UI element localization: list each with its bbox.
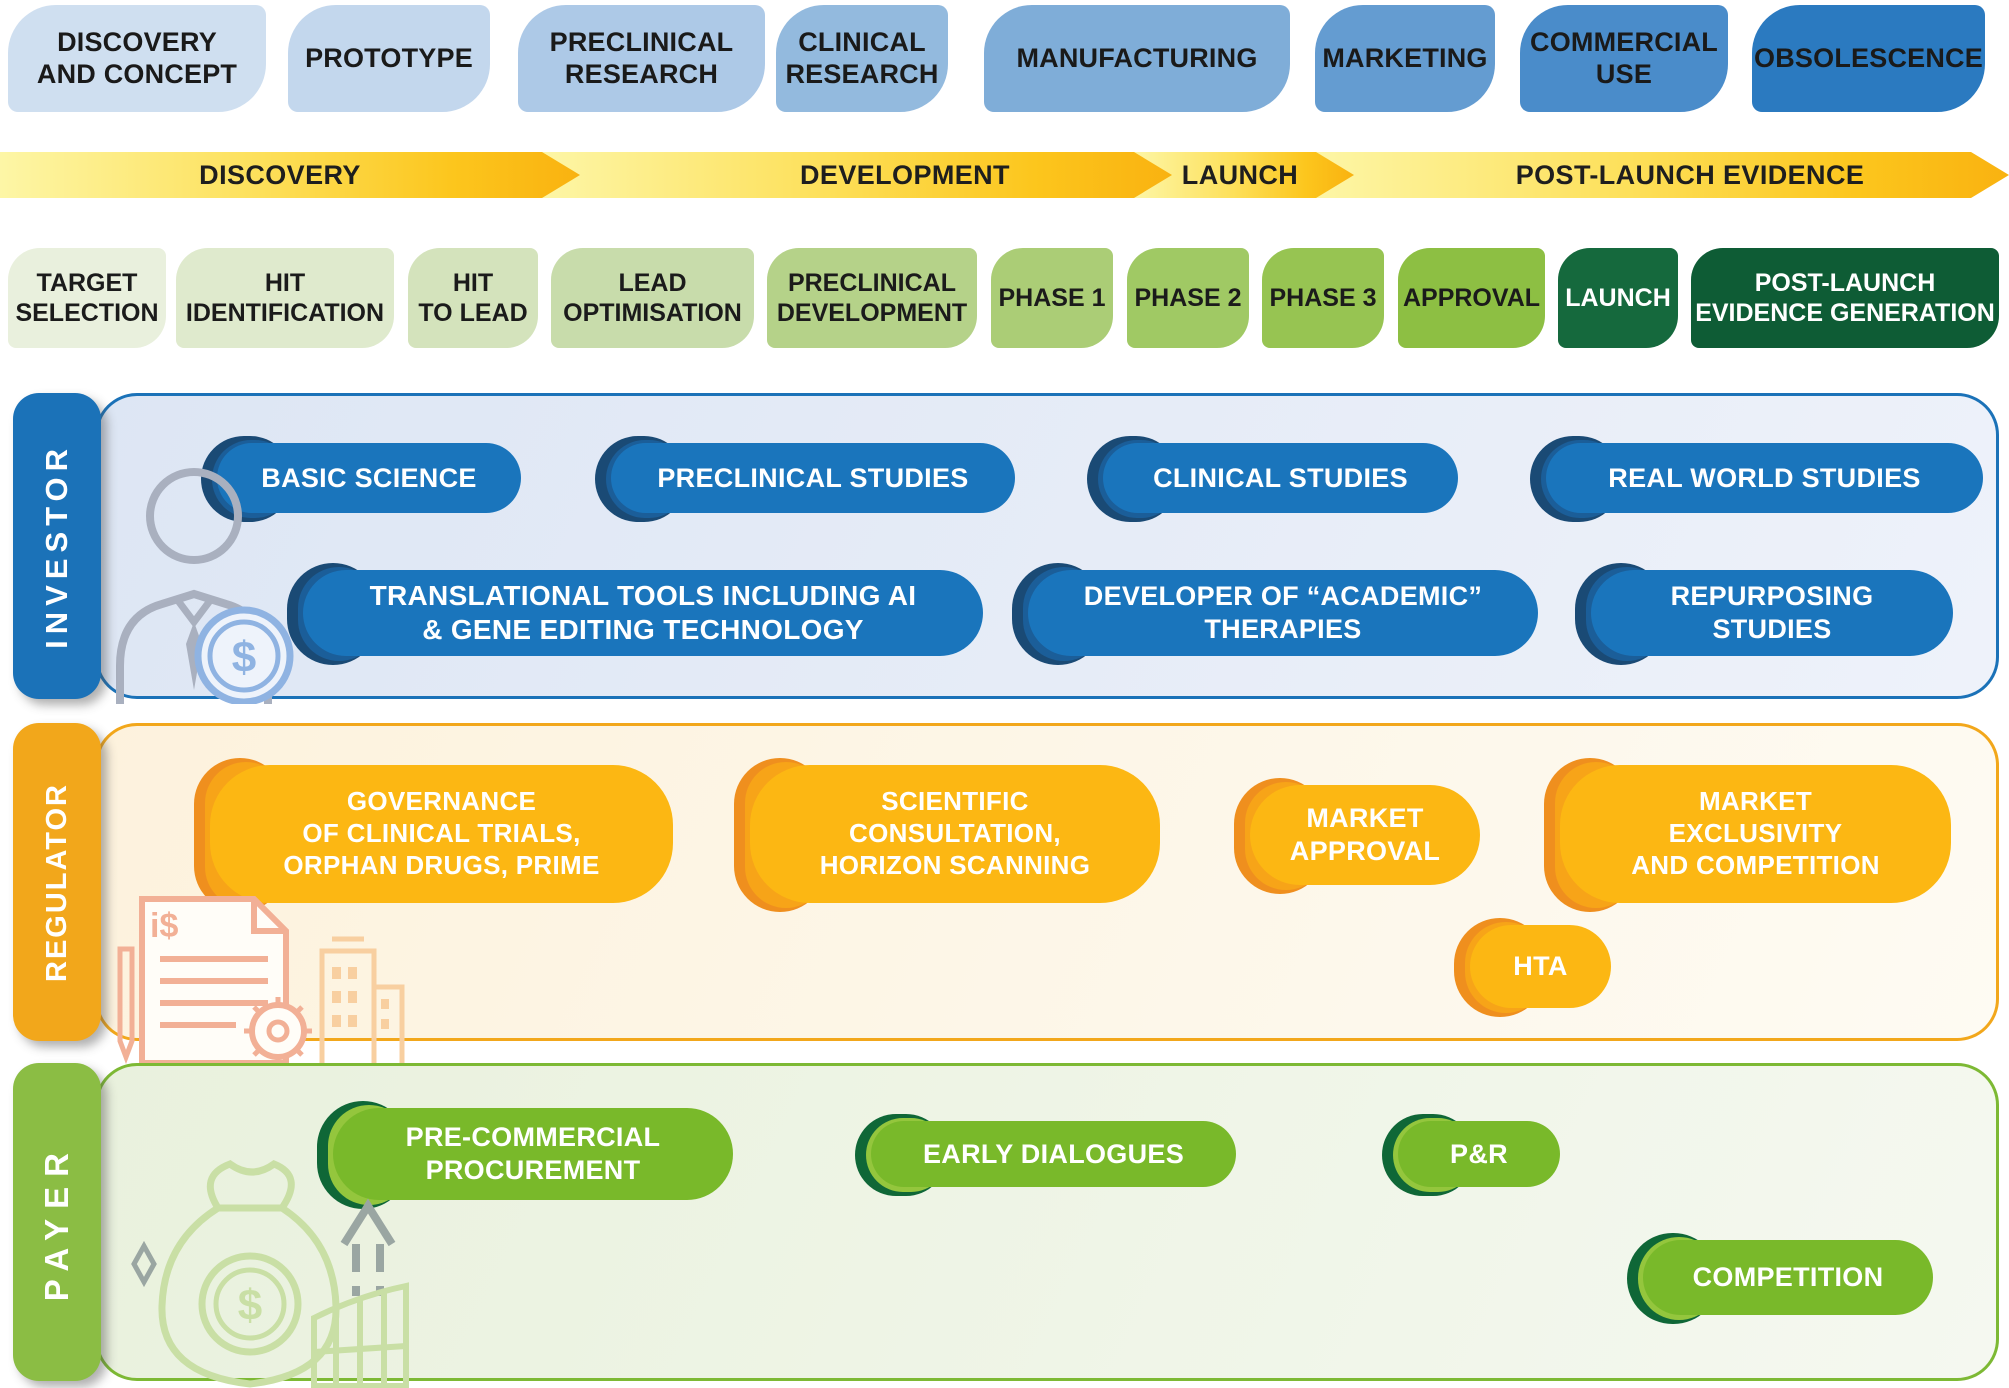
pill-pre-commercial-procurement: PRE-COMMERCIAL PROCUREMENT	[317, 1101, 733, 1209]
stage-preclinical-development: PRECLINICAL DEVELOPMENT	[767, 248, 977, 348]
regulator-role-tab: REGULATOR	[13, 723, 101, 1041]
tab-clinical-research: CLINICAL RESEARCH	[776, 5, 948, 112]
stage-target-selection: TARGET SELECTION	[8, 248, 166, 348]
stage-hit-to-lead: HIT TO LEAD	[408, 248, 538, 348]
tab-discovery-and-concept: DISCOVERY AND CONCEPT	[8, 5, 266, 112]
investor-panel: $ BASIC SCIENCE PRECLINICAL STUDIES CLIN…	[95, 393, 1999, 704]
band-segment-development	[542, 152, 1172, 198]
svg-text:$: $	[232, 633, 256, 682]
pill-preclinical-studies: PRECLINICAL STUDIES	[595, 436, 1015, 522]
investor-role-label: INVESTOR	[39, 443, 74, 649]
investor-person-coin-icon: $	[116, 468, 294, 704]
stage-hit-identification: HIT IDENTIFICATION	[176, 248, 394, 348]
stage-approval: APPROVAL	[1398, 248, 1545, 348]
payer-role-label: PAYER	[38, 1142, 75, 1302]
svg-text:i$: i$	[150, 907, 178, 945]
svg-text:$: $	[238, 1281, 262, 1330]
band-label-launch: LAUNCH	[1181, 159, 1299, 190]
pill-competition: COMPETITION	[1627, 1233, 1933, 1324]
pill-early-dialogues: EARLY DIALOGUES	[855, 1114, 1236, 1196]
pill-translational-tools: TRANSLATIONAL TOOLS INCLUDING AI & GENE …	[287, 563, 983, 665]
pill-market-exclusivity-competition: MARKET EXCLUSIVITY AND COMPETITION	[1544, 758, 1951, 912]
band-label-development: DEVELOPMENT	[800, 159, 1010, 190]
band-segment-discovery	[0, 152, 580, 198]
pill-governance-clinical-trials: GOVERNANCE OF CLINICAL TRIALS, ORPHAN DR…	[194, 758, 673, 912]
pill-developer-academic-therapies: DEVELOPER OF “ACADEMIC” THERAPIES	[1012, 563, 1538, 665]
tab-preclinical-research: PRECLINICAL RESEARCH	[518, 5, 765, 112]
band-segment-post-launch	[1316, 152, 2009, 198]
band-label-post-launch-evidence: POST-LAUNCH EVIDENCE	[1515, 159, 1865, 190]
investor-role-tab: INVESTOR	[13, 393, 101, 699]
pill-market-approval: MARKET APPROVAL	[1234, 778, 1480, 894]
payer-role-tab: PAYER	[13, 1063, 101, 1381]
stage-phase-2: PHASE 2	[1127, 248, 1249, 348]
regulator-panel: i$ GOVER	[95, 723, 1999, 1067]
tab-prototype: PROTOTYPE	[288, 5, 490, 112]
pill-basic-science: BASIC SCIENCE	[201, 436, 521, 522]
tab-marketing: MARKETING	[1315, 5, 1495, 112]
pill-hta: HTA	[1454, 918, 1611, 1017]
tab-manufacturing: MANUFACTURING	[984, 5, 1290, 112]
pill-real-world-studies: REAL WORLD STUDIES	[1530, 436, 1983, 522]
stage-launch: LAUNCH	[1558, 248, 1678, 348]
band-label-discovery: DISCOVERY	[199, 159, 361, 190]
payer-panel: $ PRE-COMMERCIAL PROCUREMENT EARLY DIALO…	[95, 1063, 1999, 1388]
stage-phase-1: PHASE 1	[991, 248, 1113, 348]
regulator-role-label: REGULATOR	[40, 782, 73, 982]
pill-p-and-r: P&R	[1382, 1114, 1560, 1196]
pill-clinical-studies: CLINICAL STUDIES	[1087, 436, 1458, 522]
stage-phase-3: PHASE 3	[1262, 248, 1384, 348]
stage-post-launch-evidence-generation: POST-LAUNCH EVIDENCE GENERATION	[1691, 248, 1999, 348]
pill-repurposing-studies: REPURPOSING STUDIES	[1575, 563, 1953, 665]
phase-arrow-band: DISCOVERY DEVELOPMENT LAUNCH POST-LAUNCH…	[0, 152, 2009, 198]
regulator-documents-gear-icon: i$	[117, 896, 405, 1067]
tab-commercial-use: COMMERCIAL USE	[1520, 5, 1728, 112]
tab-obsolescence: OBSOLESCENCE	[1752, 5, 1985, 112]
payer-money-bag-icon: $	[131, 1160, 409, 1388]
pill-scientific-consultation: SCIENTIFIC CONSULTATION, HORIZON SCANNIN…	[734, 758, 1160, 912]
stage-lead-optimisation: LEAD OPTIMISATION	[551, 248, 754, 348]
